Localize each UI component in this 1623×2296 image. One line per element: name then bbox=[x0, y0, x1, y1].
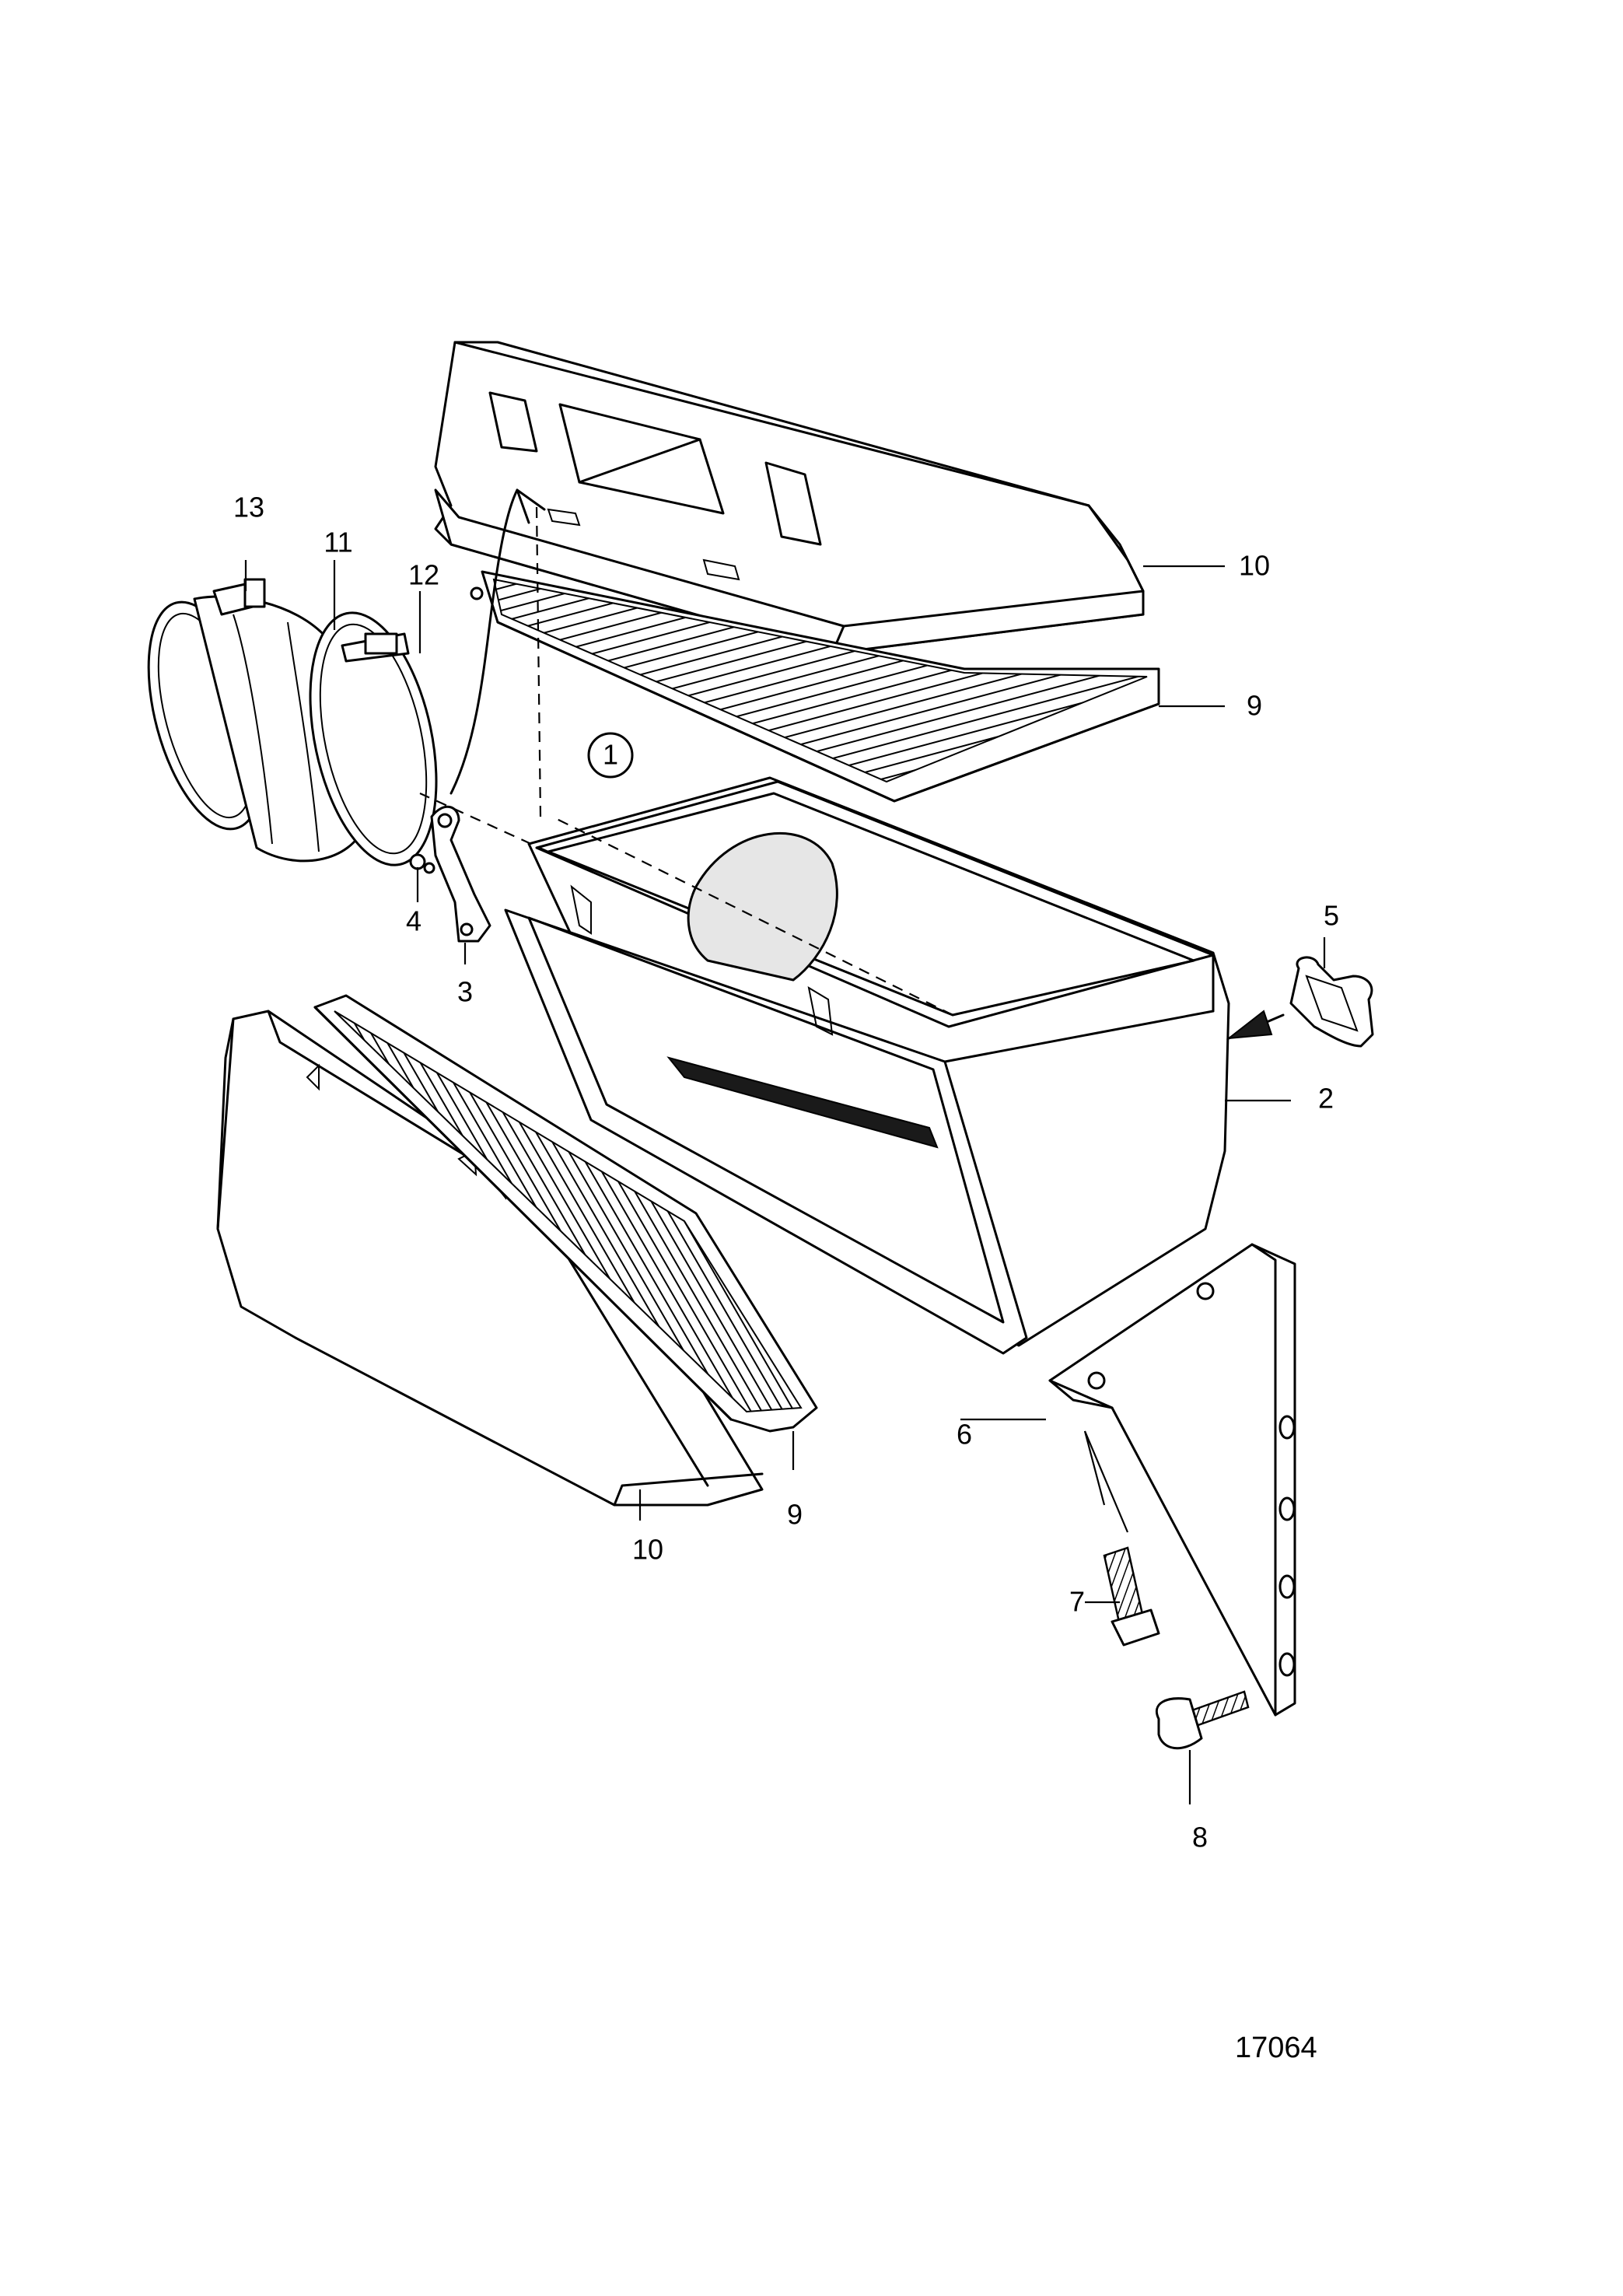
spring-clip bbox=[1289, 956, 1374, 1048]
intake-hose-assembly bbox=[147, 578, 438, 866]
bolt-short bbox=[1103, 1546, 1160, 1647]
label-10-bottom: 10 bbox=[632, 1534, 663, 1566]
label-5: 5 bbox=[1324, 900, 1339, 932]
label-13: 13 bbox=[233, 492, 264, 523]
reference-label-1: 1 bbox=[603, 739, 618, 771]
latch-arrow bbox=[516, 488, 546, 524]
label-10-top: 10 bbox=[1239, 550, 1270, 582]
drawing-number: 17064 bbox=[1235, 2032, 1317, 2064]
label-8: 8 bbox=[1192, 1822, 1208, 1853]
label-9-top: 9 bbox=[1247, 690, 1262, 722]
fitting-arrowhead bbox=[1226, 1010, 1273, 1040]
label-9-bottom: 9 bbox=[787, 1499, 803, 1531]
label-3: 3 bbox=[457, 976, 473, 1008]
label-6: 6 bbox=[957, 1419, 972, 1451]
reference-circle bbox=[587, 732, 634, 779]
label-7: 7 bbox=[1069, 1586, 1085, 1618]
filter-element-bottom bbox=[313, 994, 818, 1433]
label-2: 2 bbox=[1318, 1083, 1334, 1115]
label-4: 4 bbox=[406, 905, 421, 937]
rivet bbox=[409, 853, 435, 874]
label-12: 12 bbox=[408, 559, 439, 591]
label-11: 11 bbox=[324, 527, 352, 558]
mounting-bracket bbox=[1048, 1243, 1296, 1717]
leader-lines bbox=[244, 505, 1326, 1804]
bolt-long bbox=[1156, 1690, 1250, 1750]
filter-housing bbox=[504, 776, 1230, 1377]
latch bbox=[430, 805, 491, 943]
latch-strap bbox=[449, 488, 519, 795]
filter-cover-top bbox=[434, 341, 1145, 655]
filter-element-top bbox=[470, 570, 1160, 803]
